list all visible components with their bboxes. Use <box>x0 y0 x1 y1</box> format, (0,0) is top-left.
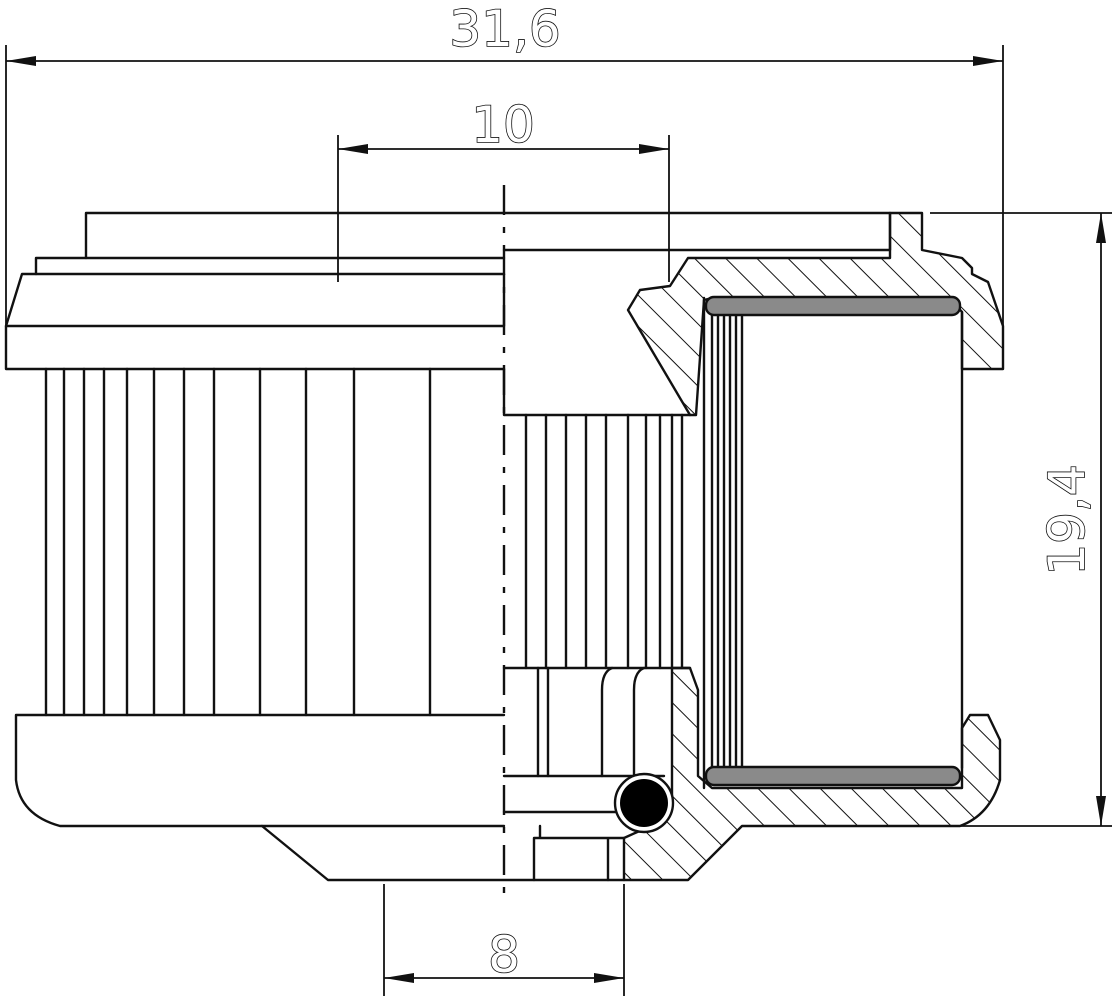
seal-strip-top <box>704 295 962 317</box>
dimension-bottom-inner: 8 <box>383 884 625 996</box>
seal-strip-bottom <box>704 765 962 787</box>
pipe-insert <box>702 295 964 790</box>
dimension-label-bottom-inner: 8 <box>488 926 520 984</box>
dimension-overall-length: 31,6 <box>5 0 1004 330</box>
hatch-lower <box>622 666 1002 882</box>
inner-body-section <box>502 367 692 882</box>
knurl-lines-right <box>524 413 684 670</box>
dimension-label-height: 19,4 <box>1038 464 1096 575</box>
dimension-label-overall: 31,6 <box>449 0 560 58</box>
knurl-lines-left <box>44 367 432 717</box>
dimension-top-inner: 10 <box>337 95 670 282</box>
nut-outer-body <box>4 211 892 882</box>
o-ring <box>613 772 675 834</box>
dimension-label-top-inner: 10 <box>471 96 535 154</box>
dimension-height: 19,4 <box>930 212 1112 827</box>
